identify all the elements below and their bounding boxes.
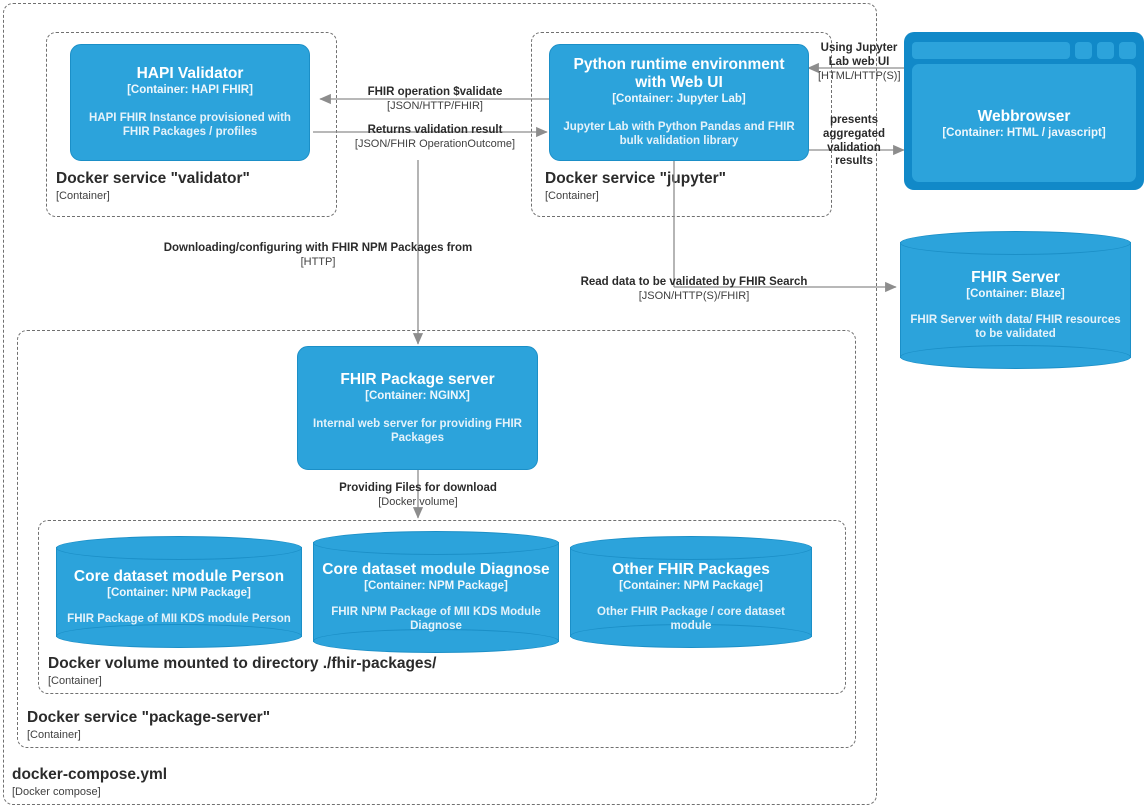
boundary-validator-title: Docker service "validator" xyxy=(56,170,250,187)
boundary-docker-compose-label: docker-compose.yml [Docker compose] xyxy=(12,766,167,798)
boundary-docker-compose xyxy=(3,3,877,805)
edge-validator-downloads-tech: [HTTP] xyxy=(300,255,336,268)
container-pkg-other[interactable]: Other FHIR Packages [Container: NPM Pack… xyxy=(570,536,812,648)
browser-minimize-icon[interactable] xyxy=(1075,41,1092,59)
container-fhir-server[interactable]: FHIR Server [Container: Blaze] FHIR Serv… xyxy=(900,231,1131,369)
pkg-person-text: Core dataset module Person [Container: N… xyxy=(62,552,296,642)
fhir-package-server-tech: [Container: NGINX] xyxy=(365,389,470,402)
pkg-person-tech: [Container: NPM Package] xyxy=(107,586,251,599)
boundary-docker-compose-title: docker-compose.yml xyxy=(12,766,168,783)
boundary-validator-label: Docker service "validator" [Container] xyxy=(56,170,250,202)
pkg-diagnose-desc: FHIR NPM Package of MII KDS Module Diagn… xyxy=(331,605,541,632)
pkg-other-cylinder-bottom xyxy=(570,624,812,648)
pkg-diagnose-tech: [Container: NPM Package] xyxy=(364,579,508,592)
pkg-other-cylinder-body xyxy=(570,547,812,637)
boundary-validator-tech: [Container] xyxy=(56,189,110,202)
edge-label-validate-call: FHIR operation $validate [JSON/HTTP/FHIR… xyxy=(330,86,540,113)
edge-label-browser-to-jupyter: Using Jupyter Lab web UI [HTML/HTTP(S)] xyxy=(818,42,901,83)
boundary-package-server-service xyxy=(17,330,856,748)
fhir-server-text: FHIR Server [Container: Blaze] FHIR Serv… xyxy=(906,247,1125,363)
pkg-other-text: Other FHIR Packages [Container: NPM Pack… xyxy=(576,552,806,642)
pkg-other-title: Other FHIR Packages xyxy=(612,560,770,578)
pkg-person-title: Core dataset module Person xyxy=(73,567,285,585)
pkg-diagnose-cylinder-body xyxy=(313,542,559,642)
boundary-docker-volume xyxy=(38,520,846,694)
edge-label-validator-downloads: Downloading/configuring with FHIR NPM Pa… xyxy=(140,242,496,269)
container-webbrowser[interactable]: Webbrowser [Container: HTML / javascript… xyxy=(904,32,1144,190)
fhir-server-tech: [Container: Blaze] xyxy=(966,287,1065,300)
boundary-jupyter-label: Docker service "jupyter" [Container] xyxy=(545,170,726,202)
browser-urlbar[interactable] xyxy=(912,41,1070,59)
edge-validate-call-tech: [JSON/HTTP/FHIR] xyxy=(387,99,483,112)
boundary-jupyter-service xyxy=(531,32,832,217)
edge-browser-to-jupyter-tech: [HTML/HTTP(S)] xyxy=(818,69,901,82)
python-runtime-tech: [Container: Jupyter Lab] xyxy=(612,93,746,106)
boundary-package-server-tech: [Container] xyxy=(27,728,81,741)
boundary-jupyter-title: Docker service "jupyter" xyxy=(545,170,726,187)
edge-read-data-tech: [JSON/HTTP(S)/FHIR] xyxy=(638,289,750,302)
pkg-diagnose-title: Core dataset module Diagnose xyxy=(322,560,550,578)
browser-chrome-bar xyxy=(912,40,1136,60)
hapi-validator-title: HAPI Validator xyxy=(136,65,244,83)
boundary-docker-volume-label: Docker volume mounted to directory ./fhi… xyxy=(48,655,436,687)
fhir-server-desc: FHIR Server with data/ FHIR resources to… xyxy=(910,313,1121,340)
fhir-server-title: FHIR Server xyxy=(971,268,1060,286)
container-pkg-diagnose[interactable]: Core dataset module Diagnose [Container:… xyxy=(313,531,559,653)
fhir-package-server-desc: Internal web server for providing FHIR P… xyxy=(313,417,522,444)
edge-label-read-data: Read data to be validated by FHIR Search… xyxy=(569,276,819,303)
pkg-person-cylinder-body xyxy=(56,547,302,637)
pkg-person-cylinder-bottom xyxy=(56,624,302,648)
pkg-diagnose-cylinder-bottom xyxy=(313,629,559,653)
container-pkg-person[interactable]: Core dataset module Person [Container: N… xyxy=(56,536,302,648)
hapi-validator-tech: [Container: HAPI FHIR] xyxy=(127,84,253,97)
edge-validate-call-label: FHIR operation $validate xyxy=(367,86,503,98)
edge-browser-to-jupyter-label: Using Jupyter Lab web UI xyxy=(820,42,898,68)
webbrowser-title: Webbrowser xyxy=(977,107,1071,125)
fhir-package-server-title: FHIR Package server xyxy=(340,370,495,388)
boundary-validator-service xyxy=(46,32,337,217)
edge-providing-files-tech: [Docker volume] xyxy=(378,495,458,508)
edge-validator-downloads-label: Downloading/configuring with FHIR NPM Pa… xyxy=(163,242,473,254)
boundary-docker-volume-tech: [Container] xyxy=(48,674,102,687)
fhir-server-cylinder-body xyxy=(900,242,1131,358)
edge-label-jupyter-to-browser: presents aggregated validation results xyxy=(818,114,890,169)
edge-validation-result-label: Returns validation result xyxy=(367,124,503,136)
pkg-person-cylinder-top xyxy=(56,536,302,560)
boundary-package-server-title: Docker service "package-server" xyxy=(27,709,271,726)
boundary-package-server-label: Docker service "package-server" [Contain… xyxy=(27,709,270,741)
edge-read-data-label: Read data to be validated by FHIR Search xyxy=(580,276,808,288)
pkg-other-desc: Other FHIR Package / core dataset module xyxy=(597,605,785,632)
edge-validation-result-tech: [JSON/FHIR OperationOutcome] xyxy=(354,137,516,150)
boundary-docker-compose-tech: [Docker compose] xyxy=(12,785,101,798)
pkg-other-tech: [Container: NPM Package] xyxy=(619,579,763,592)
fhir-server-cylinder-bottom xyxy=(900,345,1131,369)
edge-label-validation-result: Returns validation result [JSON/FHIR Ope… xyxy=(325,124,545,151)
edge-label-providing-files: Providing Files for download [Docker vol… xyxy=(318,482,518,509)
pkg-person-desc: FHIR Package of MII KDS module Person xyxy=(67,612,291,625)
edge-providing-files-label: Providing Files for download xyxy=(339,482,497,494)
container-python-runtime[interactable]: Python runtime environment with Web UI [… xyxy=(549,44,809,161)
python-runtime-desc: Jupyter Lab with Python Pandas and FHIR … xyxy=(563,120,795,148)
boundary-docker-volume-title: Docker volume mounted to directory ./fhi… xyxy=(48,655,437,672)
hapi-validator-desc: HAPI FHIR Instance provisioned with FHIR… xyxy=(89,112,291,139)
container-fhir-package-server[interactable]: FHIR Package server [Container: NGINX] I… xyxy=(297,346,538,470)
webbrowser-tech: [Container: HTML / javascript] xyxy=(942,126,1106,139)
python-runtime-title: Python runtime environment with Web UI xyxy=(573,56,785,92)
browser-maximize-icon[interactable] xyxy=(1097,41,1114,59)
pkg-diagnose-text: Core dataset module Diagnose [Container:… xyxy=(319,547,553,647)
pkg-other-cylinder-top xyxy=(570,536,812,560)
fhir-server-cylinder-top xyxy=(900,231,1131,255)
boundary-jupyter-tech: [Container] xyxy=(545,189,599,202)
pkg-diagnose-cylinder-top xyxy=(313,531,559,555)
edge-jupyter-to-browser-label: presents aggregated validation results xyxy=(823,114,885,168)
browser-viewport: Webbrowser [Container: HTML / javascript… xyxy=(912,64,1136,182)
browser-close-icon[interactable] xyxy=(1119,41,1136,59)
container-hapi-validator[interactable]: HAPI Validator [Container: HAPI FHIR] HA… xyxy=(70,44,310,161)
